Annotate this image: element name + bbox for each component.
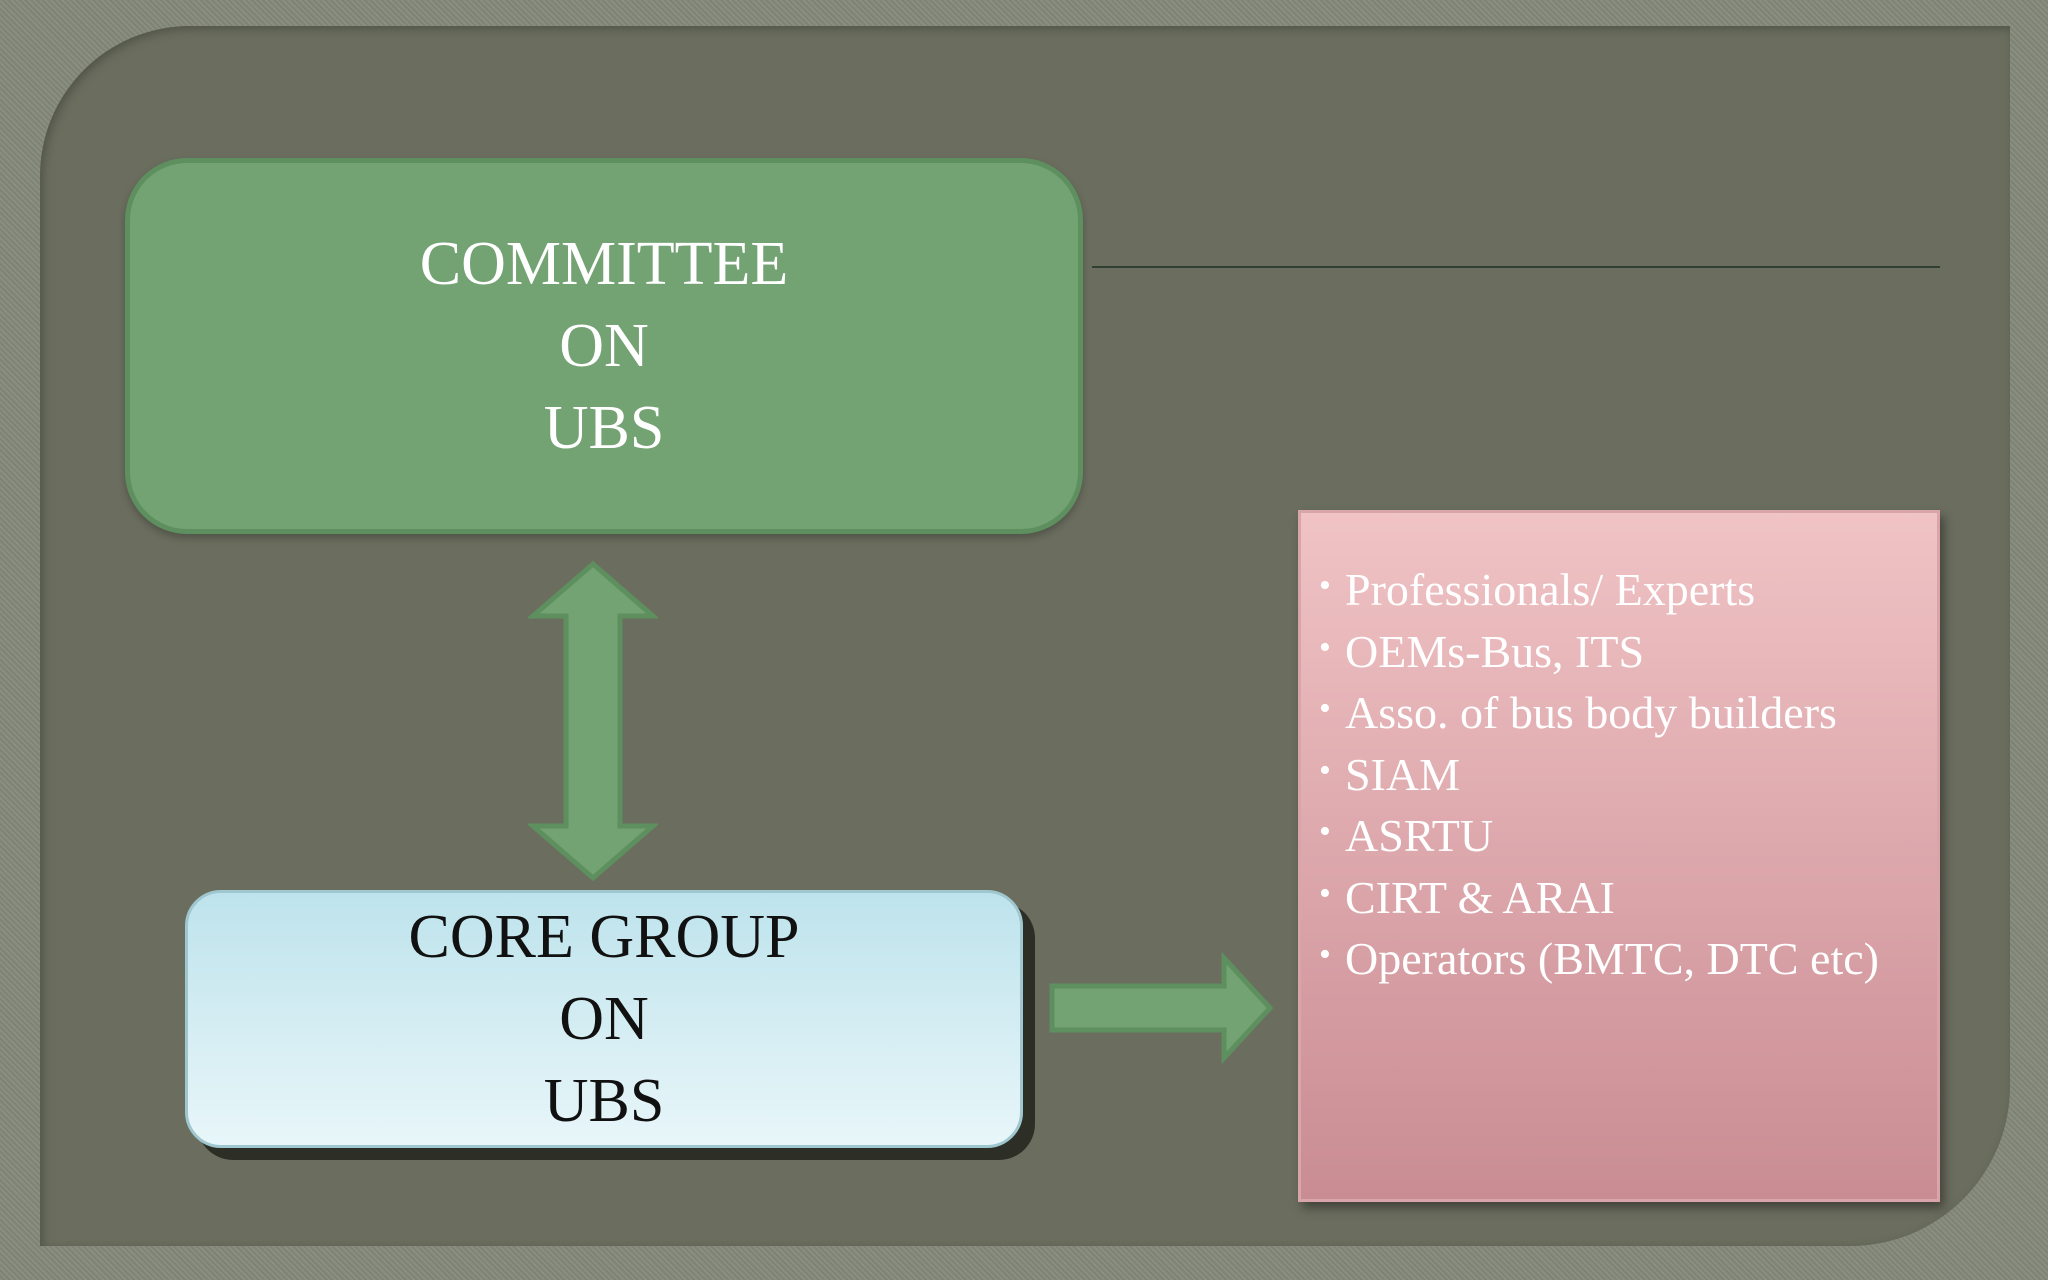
- double-arrow-vertical: [528, 560, 658, 882]
- bullet-icon: •: [1319, 628, 1331, 666]
- bullet-icon: •: [1319, 813, 1331, 850]
- member-item: • CIRT & ARAI: [1319, 867, 1919, 929]
- bullet-icon: •: [1319, 874, 1331, 912]
- core-group-title-line-3: UBS: [543, 1067, 665, 1135]
- member-item: • OEMs-Bus, ITS: [1319, 621, 1919, 683]
- committee-box: COMMITTEE ON UBS: [125, 158, 1083, 534]
- member-item: • Asso. of bus body builders: [1319, 682, 1919, 744]
- member-text: OEMs-Bus, ITS: [1345, 625, 1645, 677]
- member-item: • SIAM: [1319, 744, 1919, 806]
- members-box: • Professionals/ Experts • OEMs-Bus, ITS •…: [1298, 510, 1940, 1202]
- member-text: SIAM: [1345, 748, 1461, 800]
- committee-title-line-3: UBS: [543, 394, 665, 462]
- member-text: Asso. of bus body builders: [1345, 687, 1837, 738]
- member-item: • Operators (BMTC, DTC etc): [1319, 928, 1919, 990]
- bullet-icon: •: [1319, 751, 1331, 789]
- core-group-title-line-2: ON: [559, 985, 649, 1053]
- horizontal-rule: [1092, 266, 1940, 268]
- right-arrow: [1049, 952, 1274, 1064]
- bullet-icon: •: [1319, 690, 1331, 727]
- member-text: CIRT & ARAI: [1345, 871, 1615, 923]
- bullet-icon: •: [1319, 936, 1331, 973]
- member-item: • ASRTU: [1319, 805, 1919, 867]
- core-group-box: CORE GROUP ON UBS: [185, 890, 1023, 1148]
- core-group-title-line-1: CORE GROUP: [408, 903, 800, 971]
- member-text: ASRTU: [1345, 810, 1494, 861]
- bullet-icon: •: [1319, 567, 1331, 604]
- committee-title-line-2: ON: [559, 312, 649, 380]
- member-item: • Professionals/ Experts: [1319, 559, 1919, 621]
- member-text: Operators (BMTC, DTC etc): [1345, 933, 1879, 984]
- committee-title-line-1: COMMITTEE: [419, 230, 789, 298]
- member-text: Professionals/ Experts: [1345, 564, 1756, 615]
